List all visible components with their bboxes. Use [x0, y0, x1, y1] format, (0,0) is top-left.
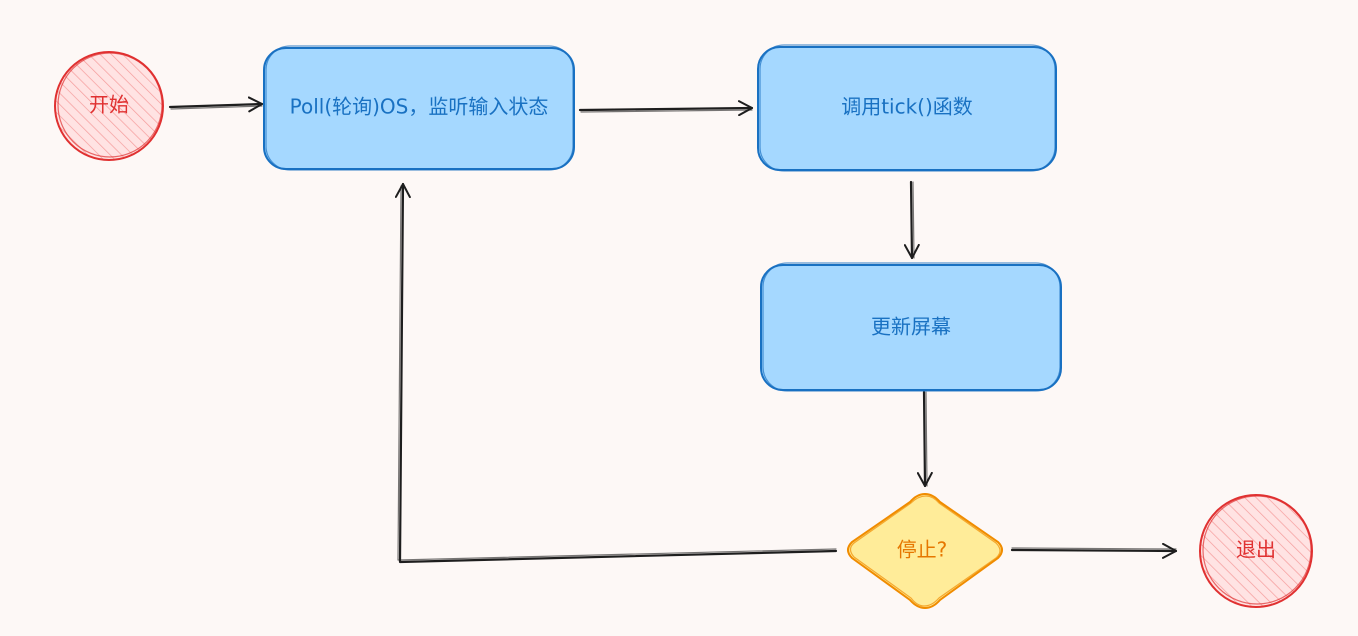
node-start: 开始 [54, 51, 164, 161]
edge-stop-to-exit [1010, 542, 1178, 559]
node-exit: 退出 [1199, 494, 1313, 608]
edge-update-to-stop [916, 390, 933, 488]
node-update: 更新屏幕 [760, 262, 1062, 392]
edge-start-to-poll [168, 96, 264, 113]
node-stop: 停止? [847, 492, 1003, 610]
node-update-label: 更新屏幕 [871, 315, 951, 339]
node-exit-label: 退出 [1236, 538, 1276, 562]
node-start-label: 开始 [89, 93, 129, 117]
edge-stop-to-poll [394, 182, 838, 564]
edges [168, 96, 1178, 564]
edge-tick-to-update [903, 180, 920, 260]
edge-poll-to-tick [578, 100, 754, 117]
node-tick-label: 调用tick()函数 [841, 95, 973, 119]
node-stop-label: 停止? [897, 538, 948, 562]
node-tick: 调用tick()函数 [757, 44, 1057, 172]
node-poll: Poll(轮询)OS，监听输入状态 [263, 45, 575, 171]
node-poll-label: Poll(轮询)OS，监听输入状态 [290, 95, 549, 119]
